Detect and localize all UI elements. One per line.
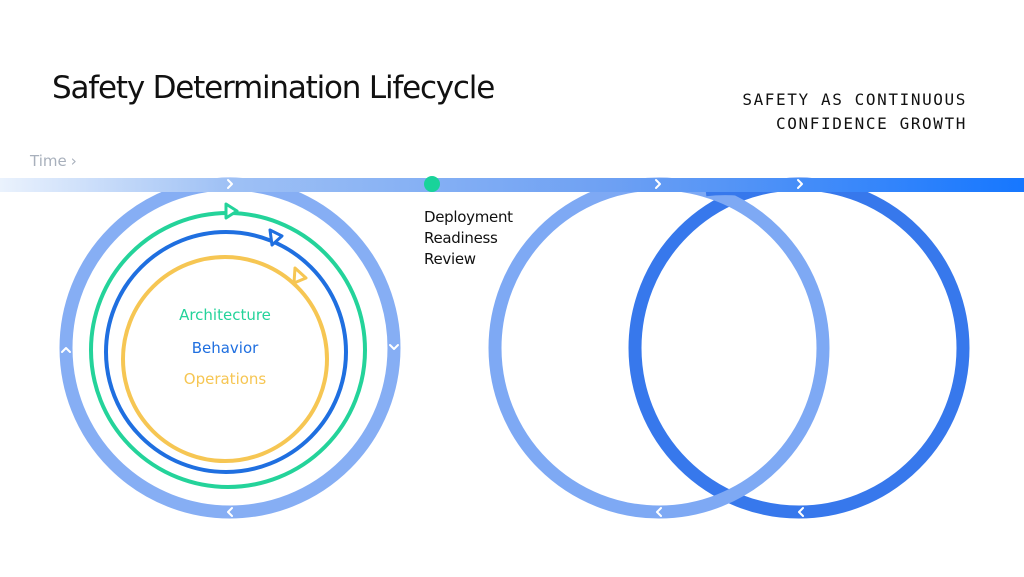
cycle-ring-3	[628, 177, 970, 519]
milestone-label: Deployment Readiness Review	[424, 207, 513, 270]
layer-label-operations: Operations	[183, 370, 267, 388]
chevron-left-icon	[656, 507, 662, 517]
timeline-bar	[0, 178, 1024, 192]
behavior-arrow-icon	[268, 228, 284, 247]
cycle-ring-2	[488, 177, 830, 519]
milestone-dot	[424, 176, 440, 192]
operations-arrow-icon	[292, 266, 308, 285]
operations-ring	[121, 255, 329, 463]
chevron-right-icon	[797, 179, 803, 189]
time-axis-label: Time›	[30, 152, 77, 170]
subtitle-line: SAFETY AS CONTINUOUS	[742, 90, 967, 109]
subtitle-line: CONFIDENCE GROWTH	[776, 114, 967, 133]
chevron-down-icon	[389, 344, 399, 350]
page-title: Safety Determination Lifecycle	[52, 70, 495, 106]
chevron-right-icon	[655, 179, 661, 189]
layer-label-architecture: Architecture	[179, 306, 271, 324]
chevron-right-icon: ›	[70, 152, 77, 170]
time-label-text: Time	[30, 152, 67, 170]
milestone-label-line: Review	[424, 250, 476, 268]
milestone-label-line: Readiness	[424, 229, 498, 247]
chevron-right-icon	[227, 179, 233, 189]
chevron-left-icon	[798, 507, 804, 517]
layer-label-behavior: Behavior	[191, 339, 259, 357]
milestone-label-line: Deployment	[424, 208, 513, 226]
subtitle: SAFETY AS CONTINUOUS CONFIDENCE GROWTH	[742, 88, 967, 136]
architecture-arrow-icon	[224, 202, 239, 220]
chevron-left-icon	[227, 507, 233, 517]
behavior-ring	[104, 230, 348, 474]
chevron-up-icon	[61, 347, 71, 353]
